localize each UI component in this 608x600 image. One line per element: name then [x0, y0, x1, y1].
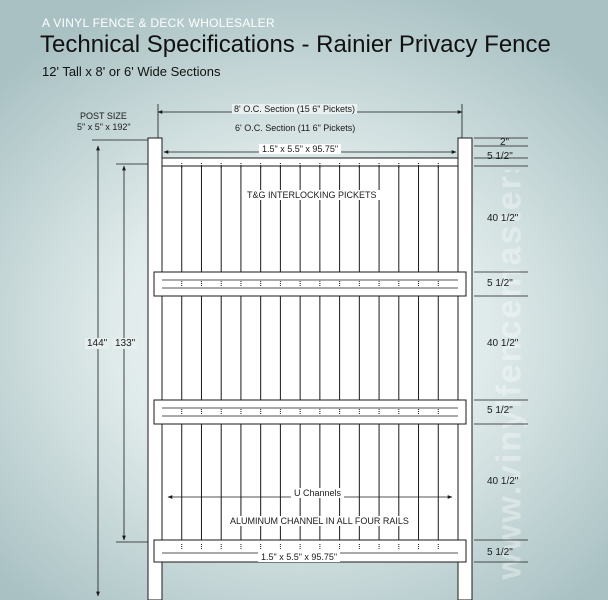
left-post	[147, 137, 163, 600]
total-height-label: 144"	[85, 338, 110, 349]
height-dim-6: 40 1/2"	[487, 476, 519, 487]
section-6oc-label: 6' O.C. Section (11 6" Pickets)	[235, 123, 356, 133]
picket-infill	[162, 166, 458, 540]
bottom-rail-label: 1.5" x 5.5" x 95.75"	[258, 552, 341, 562]
mid-rail-lower	[153, 399, 467, 425]
height-dim-1: 5 1/2"	[487, 151, 513, 162]
height-dim-4: 40 1/2"	[487, 338, 519, 349]
page-subtitle: 12' Tall x 8' or 6' Wide Sections	[42, 64, 221, 79]
top-rail	[161, 157, 459, 167]
height-dim-7: 5 1/2"	[487, 547, 513, 558]
right-post	[457, 137, 473, 600]
post-size-label: POST SIZE	[80, 111, 127, 121]
bottom-rail	[153, 539, 467, 563]
height-dim-3: 5 1/2"	[487, 278, 513, 289]
height-dim-5: 5 1/2"	[487, 405, 513, 416]
company-tagline: A VINYL FENCE & DECK WHOLESALER	[42, 16, 275, 30]
post-size-value: 5" x 5" x 192"	[77, 122, 131, 132]
height-dim-2: 40 1/2"	[487, 213, 519, 224]
top-rail-label: 1.5" x 5.5" x 95.75"	[259, 144, 342, 154]
height-dim-0: 2"	[500, 137, 510, 148]
section-8oc-label: 8' O.C. Section (15 6" Pickets)	[232, 104, 357, 114]
channel-marks	[181, 163, 439, 550]
infill-height-label: 133"	[113, 338, 138, 349]
u-channel-label: U Channels	[291, 488, 345, 498]
picket-group	[161, 166, 459, 540]
right-dimension-ticks	[474, 137, 528, 563]
mid-rail-upper	[153, 271, 467, 297]
pickets-label: T&G INTERLOCKING PICKETS	[244, 190, 380, 200]
aluminum-channel-note: ALUMINUM CHANNEL IN ALL FOUR RAILS	[227, 516, 412, 526]
page-title: Technical Specifications - Rainier Priva…	[40, 31, 551, 58]
